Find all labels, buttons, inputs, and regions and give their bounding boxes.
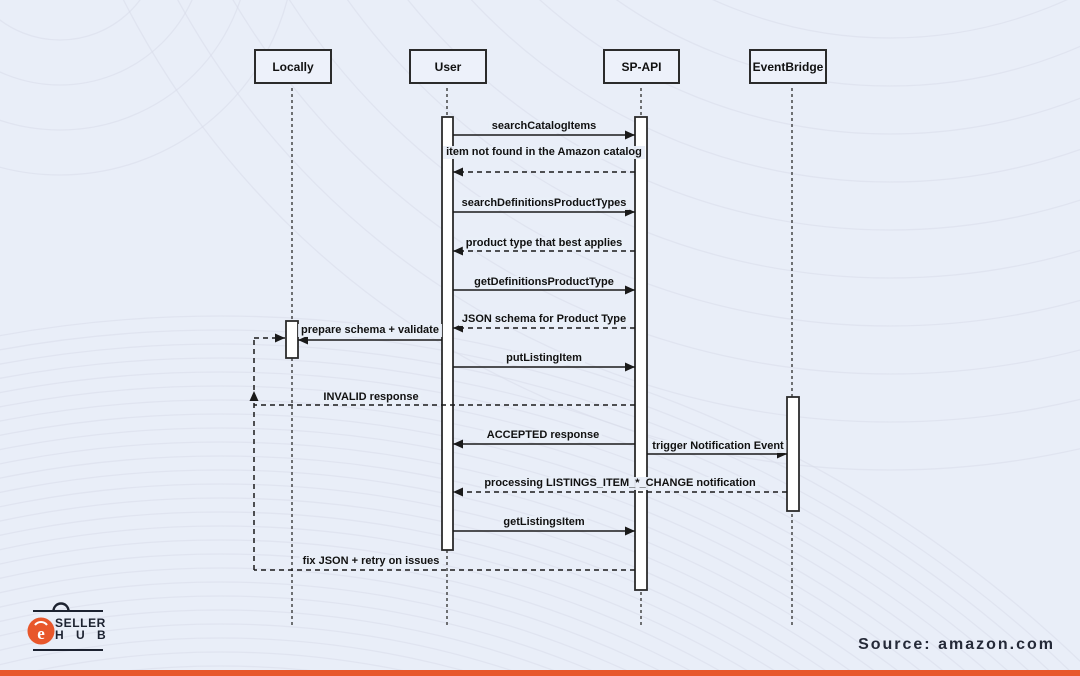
wave-arc — [0, 0, 288, 176]
wave-arc — [0, 609, 570, 676]
wave-arc — [0, 0, 141, 41]
wave-arc — [0, 0, 241, 131]
message-label: putListingItem — [503, 352, 585, 365]
wave-arc — [0, 455, 882, 676]
wave-arc — [0, 469, 859, 676]
wave-arc — [177, 0, 1080, 423]
wave-arc — [0, 385, 994, 676]
wave-arc — [0, 567, 672, 676]
wave-arc — [0, 0, 193, 86]
wave-arc — [0, 595, 606, 676]
wave-arc — [407, 0, 1080, 231]
wave-arc — [0, 637, 484, 676]
sellerhub-logo: e SELLER H U B — [20, 598, 160, 660]
message-arrowhead-12 — [625, 526, 635, 536]
message-arrowhead-7 — [625, 362, 635, 372]
message-label: INVALID response — [320, 391, 422, 404]
logo-text-hub: H U B — [55, 628, 111, 642]
wave-arc — [0, 371, 1015, 676]
wave-arc — [288, 0, 1080, 327]
message-label: item not found in the Amazon catalog — [443, 146, 645, 159]
message-arrowhead-0 — [625, 130, 635, 140]
message-label: searchDefinitionsProductTypes — [458, 197, 630, 210]
wave-arc — [0, 441, 906, 676]
message-label: ACCEPTED response — [483, 429, 603, 442]
message-arrowhead-3 — [453, 246, 463, 256]
wave-arc — [0, 553, 701, 676]
message-label: getListingsItem — [500, 516, 588, 529]
wave-arc — [712, 0, 1068, 39]
message-label: product type that best applies — [462, 237, 626, 250]
wave-arc — [0, 497, 810, 676]
logo-text-seller: SELLER — [55, 616, 106, 630]
wave-arc — [122, 0, 1080, 471]
actor-box-user: User — [409, 49, 487, 84]
activation-user — [441, 116, 454, 551]
source-attribution: Source: amazon.com — [858, 636, 1055, 653]
wave-arc — [0, 329, 1076, 676]
message-label: trigger Notification Event — [649, 440, 787, 453]
wave-arc — [0, 581, 640, 676]
wave-arc — [0, 399, 972, 676]
connector-arrowhead-1 — [275, 333, 285, 343]
wave-arc — [0, 511, 784, 676]
footer-accent-bar — [0, 670, 1080, 676]
wave-arc — [0, 343, 1056, 676]
wave-arc — [0, 483, 835, 676]
actor-box-sp-api: SP-API — [603, 49, 680, 84]
wave-arc — [84, 665, 356, 676]
message-label: JSON schema for Product Type — [458, 313, 630, 326]
message-arrowhead-1 — [453, 167, 463, 177]
wave-arc — [0, 315, 1080, 663]
message-arrowhead-11 — [453, 487, 463, 497]
sellerhub-logo-icon: e — [27, 602, 103, 651]
message-arrowhead-4 — [625, 285, 635, 295]
actor-box-eventbridge: EventBridge — [749, 49, 827, 84]
wave-arc — [0, 525, 758, 676]
actor-box-locally: Locally — [254, 49, 332, 84]
wave-arc — [615, 0, 1080, 87]
wave-arc — [0, 623, 529, 676]
wave-arc — [0, 357, 1035, 676]
message-label: prepare schema + validate — [298, 324, 442, 337]
wave-arc — [0, 413, 950, 676]
standalone-arrowhead-up — [249, 391, 259, 401]
message-label: getDefinitionsProductType — [471, 276, 617, 289]
wave-arc — [0, 427, 928, 676]
message-arrowhead-6 — [298, 335, 308, 345]
wave-arc — [347, 0, 1080, 279]
wave-arc — [232, 0, 1080, 375]
wave-arc — [10, 651, 430, 676]
message-label: searchCatalogItems — [488, 120, 600, 133]
message-label: processing LISTINGS_ITEM_*_CHANGE notifi… — [481, 477, 759, 490]
wave-arc — [0, 539, 730, 676]
message-label: fix JSON + retry on issues — [299, 555, 443, 568]
activation-sp-api — [634, 116, 648, 591]
svg-text:e: e — [37, 624, 45, 643]
wave-arc — [539, 0, 1080, 135]
message-arrowhead-9 — [453, 439, 463, 449]
wave-arc — [470, 0, 1080, 183]
